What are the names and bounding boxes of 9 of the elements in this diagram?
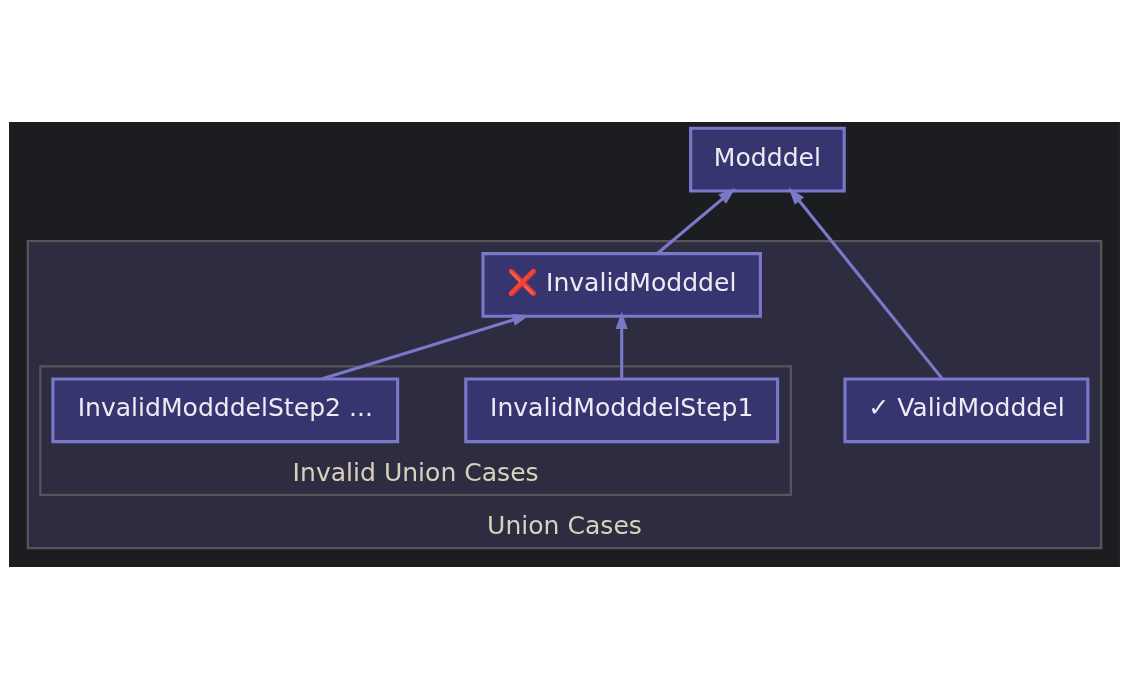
node-box: Modddel <box>689 126 846 193</box>
node-box: ❌ InvalidModddel <box>481 252 762 318</box>
node-box: InvalidModddelStep2 ... <box>51 377 400 444</box>
arrow <box>321 314 530 381</box>
node-box: ✓ ValidModddel <box>843 377 1090 444</box>
arrow <box>656 188 736 255</box>
arrow <box>615 311 628 379</box>
node-box: InvalidModddelStep1 <box>464 377 780 444</box>
arrow <box>788 187 944 380</box>
